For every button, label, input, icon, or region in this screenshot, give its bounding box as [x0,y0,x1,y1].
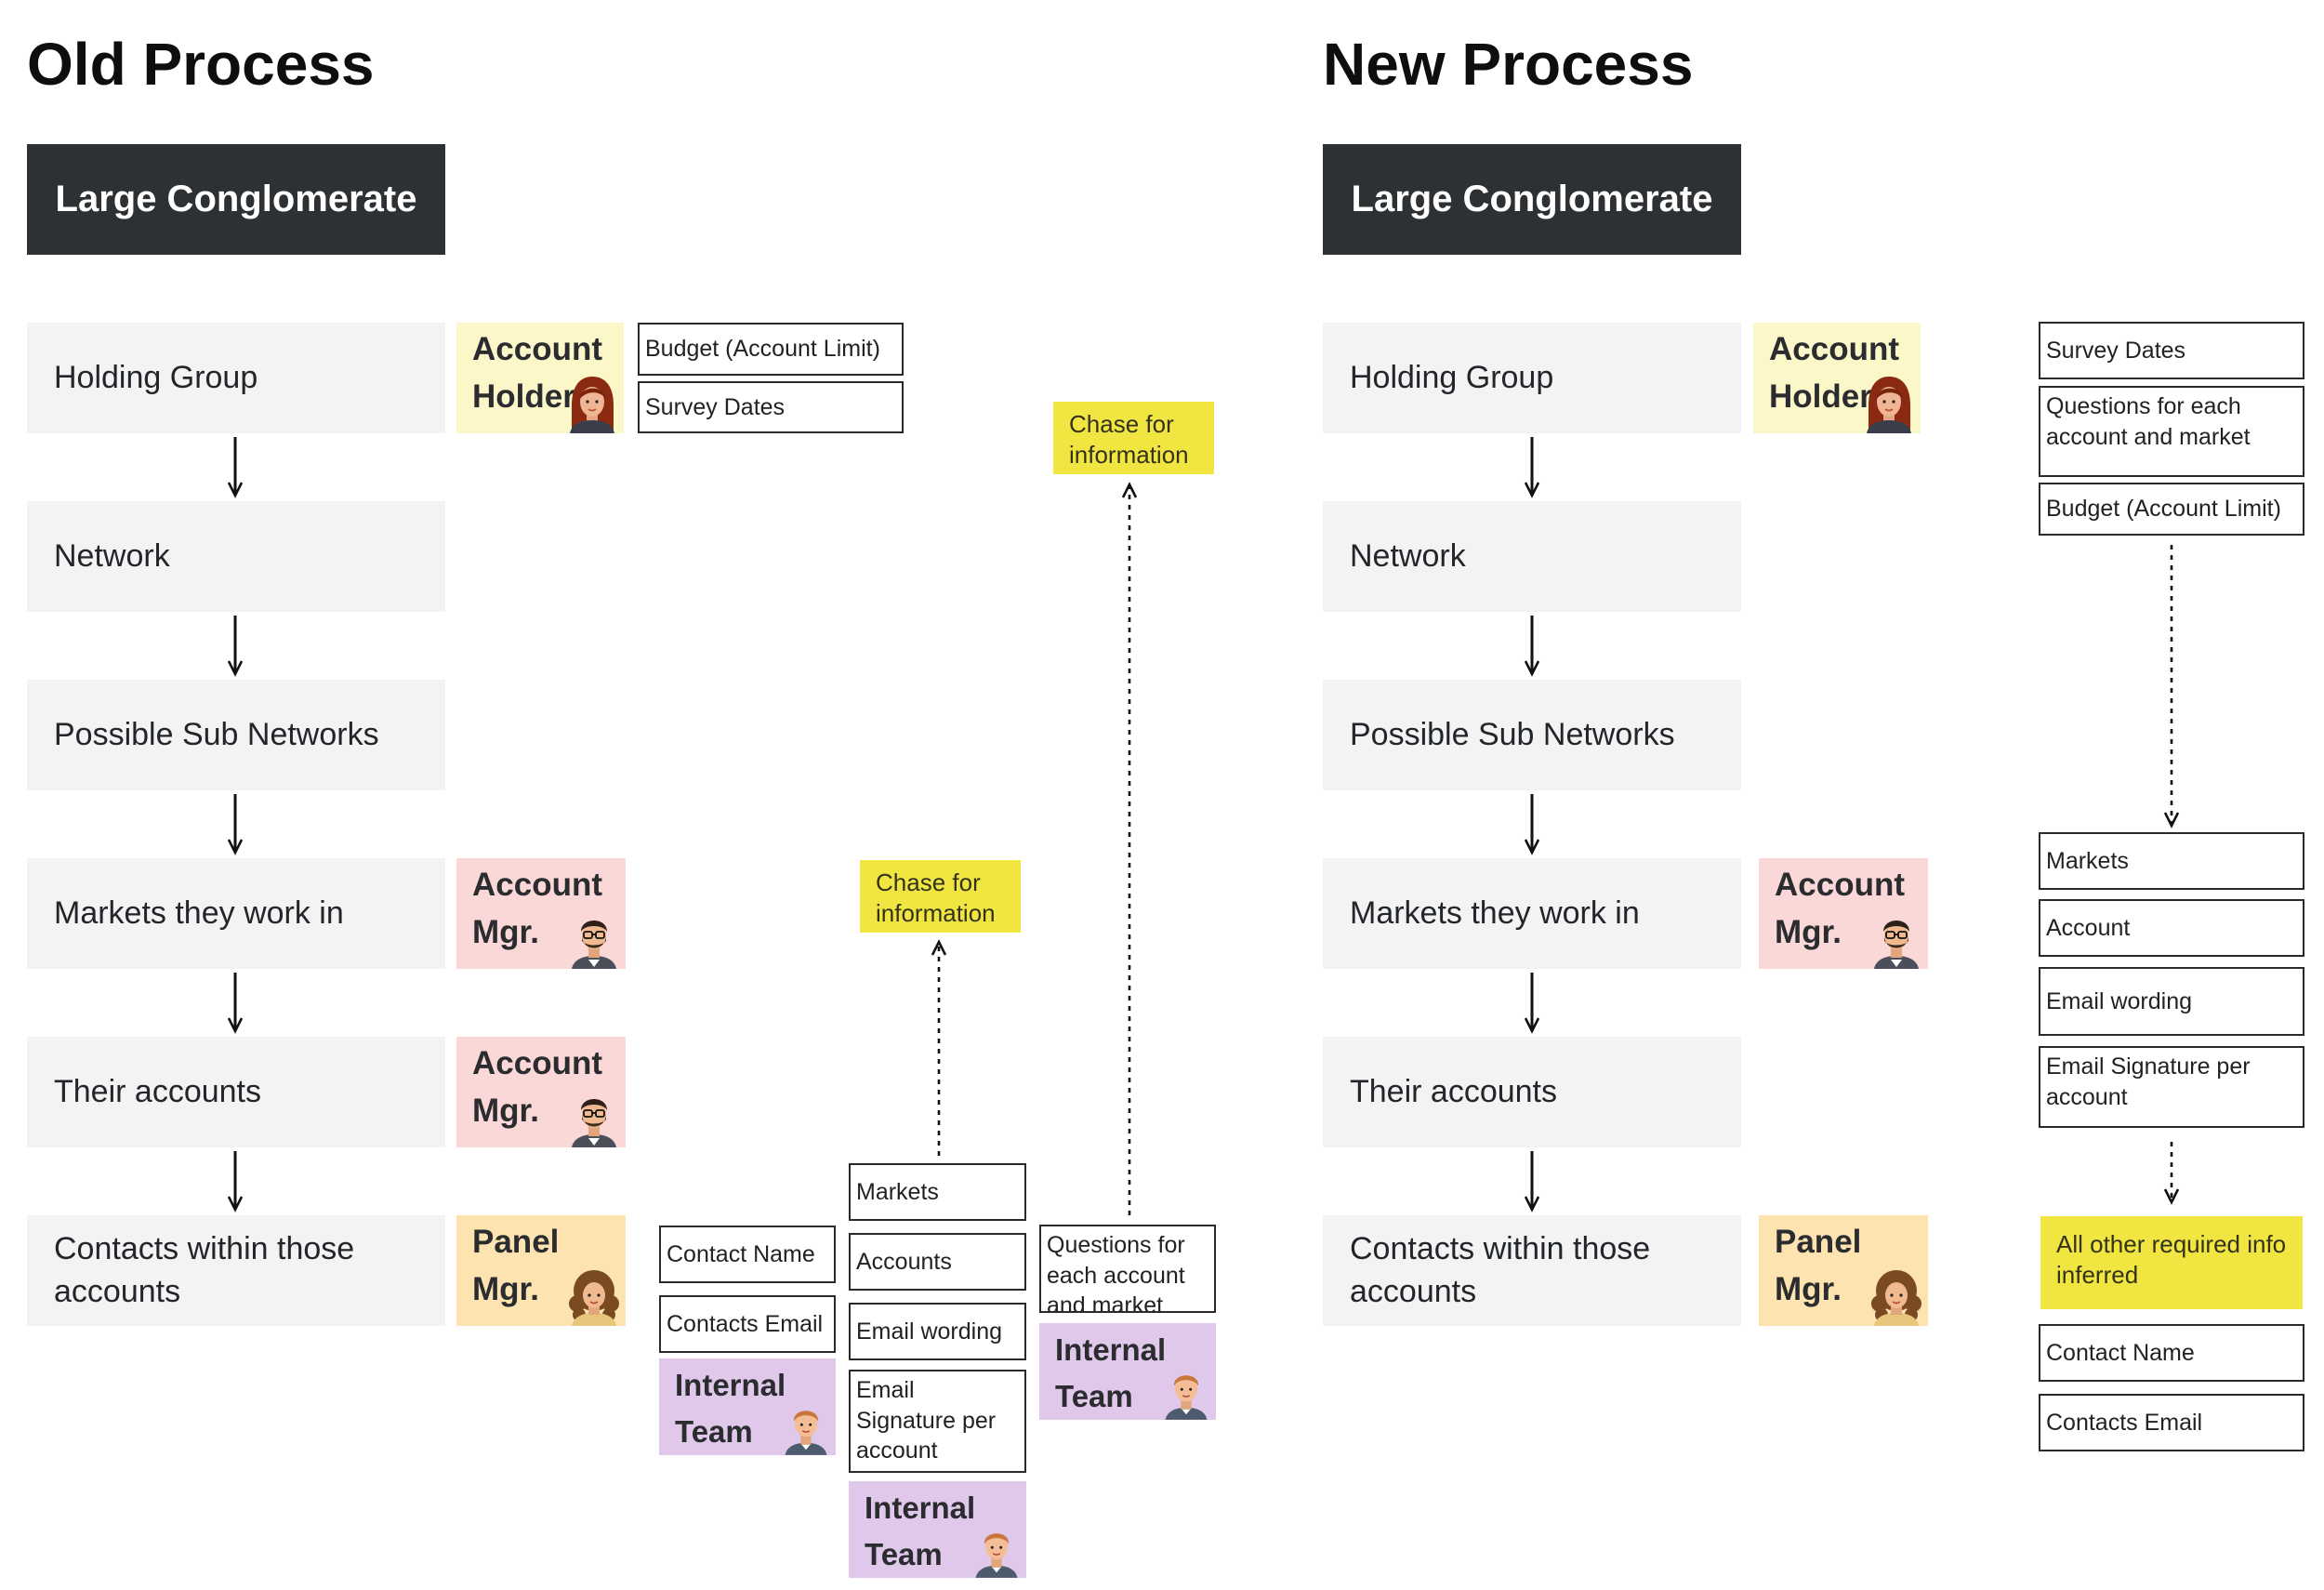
new-note-markets: Markets [2039,832,2304,890]
new-account-mgr-card: Account Mgr. [1759,858,1928,969]
old-level-network: Network [27,501,445,612]
role-line-1: Account [472,331,602,367]
role-line-1: Panel [472,1224,560,1260]
new-level-accounts: Their accounts [1323,1037,1741,1147]
old-level-sub-networks: Possible Sub Networks [27,680,445,790]
old-note-email-signature: Email Signature per account [849,1370,1026,1473]
new-account-holder-card: Account Holder [1753,323,1921,433]
old-note-email-wording: Email wording [849,1303,1026,1360]
role-line-2: Team [865,1536,943,1571]
old-sticky-chase-lower: Chase for information [860,860,1021,933]
role-line-1: Internal [675,1368,786,1402]
role-line-1: Account [1769,331,1899,367]
new-level-network: Network [1323,501,1741,612]
old-panel-mgr-card: Panel Mgr. [456,1215,626,1326]
new-level-holding-group: Holding Group [1323,323,1741,433]
old-level-holding-group: Holding Group [27,323,445,433]
new-level-contacts: Contacts within those accounts [1323,1215,1741,1326]
old-internal-team-card-1: Internal Team [659,1358,836,1455]
new-panel-mgr-card: Panel Mgr. [1759,1215,1928,1326]
role-line-1: Panel [1775,1224,1862,1260]
new-note-account: Account [2039,899,2304,957]
old-note-contacts-email: Contacts Email [659,1295,836,1353]
old-level-accounts: Their accounts [27,1037,445,1147]
new-note-survey-dates: Survey Dates [2039,322,2304,379]
new-note-questions: Questions for each account and market [2039,386,2304,477]
old-level-markets: Markets they work in [27,858,445,969]
role-line-1: Internal [865,1491,976,1525]
role-line-2: Mgr. [1775,1270,1842,1307]
new-note-contacts-email: Contacts Email [2039,1394,2304,1451]
new-org-header: Large Conglomerate [1323,144,1741,255]
old-account-mgr-card-accounts: Account Mgr. [456,1037,626,1147]
role-line-2: Team [675,1413,753,1449]
role-line-2: Mgr. [1775,913,1842,950]
old-note-budget: Budget (Account Limit) [638,323,904,376]
new-note-budget: Budget (Account Limit) [2039,483,2304,536]
new-sticky-inferred: All other required info inferred [2040,1216,2303,1309]
old-sticky-chase-upper: Chase for information [1053,402,1214,474]
role-line-1: Account [1775,867,1905,903]
new-level-markets: Markets they work in [1323,858,1741,969]
new-note-email-signature: Email Signature per account [2039,1046,2304,1128]
role-line-1: Account [472,867,602,903]
old-note-contact-name: Contact Name [659,1226,836,1283]
new-process-title: New Process [1323,31,1694,98]
new-note-email-wording: Email wording [2039,967,2304,1036]
old-internal-team-card-3: Internal Team [1039,1323,1216,1420]
role-line-2: Team [1055,1378,1133,1413]
old-note-markets: Markets [849,1163,1026,1221]
new-level-sub-networks: Possible Sub Networks [1323,680,1741,790]
old-internal-team-card-2: Internal Team [849,1481,1026,1578]
role-line-1: Internal [1055,1332,1167,1367]
old-process-title: Old Process [27,31,375,98]
old-level-contacts: Contacts within those accounts [27,1215,445,1326]
role-line-2: Mgr. [472,913,539,950]
old-org-header: Large Conglomerate [27,144,445,255]
old-note-accounts: Accounts [849,1233,1026,1291]
role-line-1: Account [472,1045,602,1081]
role-line-2: Mgr. [472,1092,539,1129]
old-account-holder-card: Account Holder [456,323,624,433]
old-note-questions: Questions for each account and market [1039,1225,1216,1313]
old-note-survey-dates: Survey Dates [638,381,904,433]
old-account-mgr-card-markets: Account Mgr. [456,858,626,969]
role-line-2: Holder [472,378,575,415]
new-note-contact-name: Contact Name [2039,1324,2304,1382]
role-line-2: Mgr. [472,1270,539,1307]
role-line-2: Holder [1769,378,1872,415]
